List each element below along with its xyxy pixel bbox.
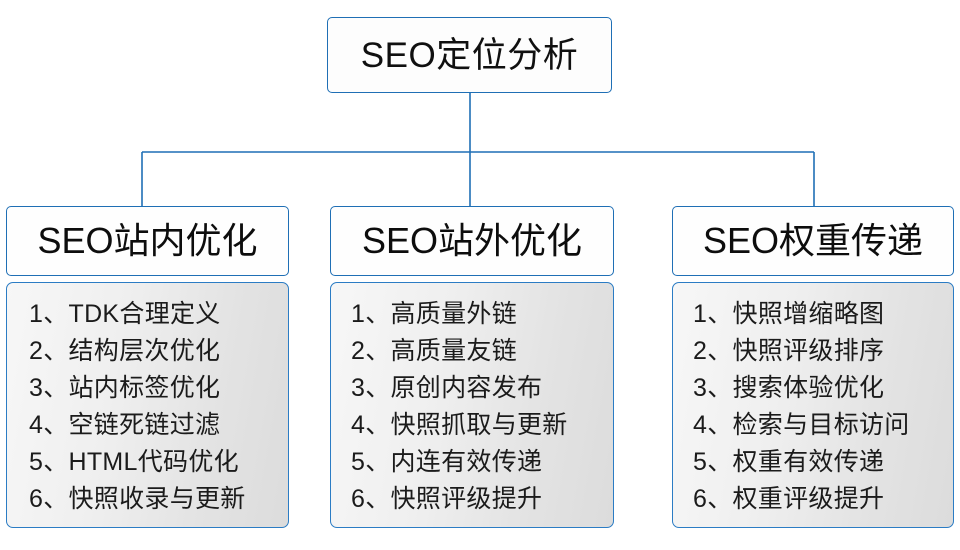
branch-item-list-1: 1、TDK合理定义 2、结构层次优化 3、站内标签优化 4、空链死链过滤 5、H…: [7, 296, 288, 518]
branch-item-list-3: 1、快照增缩略图 2、快照评级排序 3、搜索体验优化 4、检索与目标访问 5、权…: [673, 296, 953, 518]
branch-column-1: SEO站内优化 1、TDK合理定义 2、结构层次优化 3、站内标签优化 4、空链…: [6, 206, 289, 528]
list-item: 4、快照抓取与更新: [351, 411, 568, 439]
list-item: 4、检索与目标访问: [693, 411, 910, 439]
branch-body-1: 1、TDK合理定义 2、结构层次优化 3、站内标签优化 4、空链死链过滤 5、H…: [6, 282, 289, 528]
list-item: 3、原创内容发布: [351, 374, 543, 402]
branch-header-label-2: SEO站外优化: [361, 220, 583, 261]
list-item: 5、内连有效传递: [351, 448, 543, 476]
list-item: 6、权重评级提升: [693, 485, 885, 513]
branch-header-3[interactable]: SEO权重传递: [672, 206, 954, 276]
root-node-label: SEO定位分析: [360, 35, 579, 75]
list-item: 6、快照收录与更新: [29, 485, 246, 513]
branch-header-2[interactable]: SEO站外优化: [330, 206, 614, 276]
branch-column-3: SEO权重传递 1、快照增缩略图 2、快照评级排序 3、搜索体验优化 4、检索与…: [672, 206, 954, 528]
root-node[interactable]: SEO定位分析: [327, 17, 612, 93]
branch-body-3: 1、快照增缩略图 2、快照评级排序 3、搜索体验优化 4、检索与目标访问 5、权…: [672, 282, 954, 528]
branch-header-1[interactable]: SEO站内优化: [6, 206, 289, 276]
branch-header-label-1: SEO站内优化: [37, 220, 258, 261]
list-item: 5、HTML代码优化: [29, 448, 239, 476]
list-item: 1、高质量外链: [351, 300, 518, 328]
list-item: 3、搜索体验优化: [693, 374, 885, 402]
list-item: 1、快照增缩略图: [693, 300, 885, 328]
list-item: 2、高质量友链: [351, 337, 518, 365]
branch-item-list-2: 1、高质量外链 2、高质量友链 3、原创内容发布 4、快照抓取与更新 5、内连有…: [331, 296, 613, 518]
list-item: 2、快照评级排序: [693, 337, 885, 365]
branch-body-2: 1、高质量外链 2、高质量友链 3、原创内容发布 4、快照抓取与更新 5、内连有…: [330, 282, 614, 528]
list-item: 5、权重有效传递: [693, 448, 885, 476]
list-item: 4、空链死链过滤: [29, 411, 221, 439]
list-item: 2、结构层次优化: [29, 337, 221, 365]
branch-header-label-3: SEO权重传递: [702, 220, 924, 261]
branch-column-2: SEO站外优化 1、高质量外链 2、高质量友链 3、原创内容发布 4、快照抓取与…: [330, 206, 614, 528]
list-item: 6、快照评级提升: [351, 485, 543, 513]
list-item: 1、TDK合理定义: [29, 300, 221, 328]
list-item: 3、站内标签优化: [29, 374, 221, 402]
